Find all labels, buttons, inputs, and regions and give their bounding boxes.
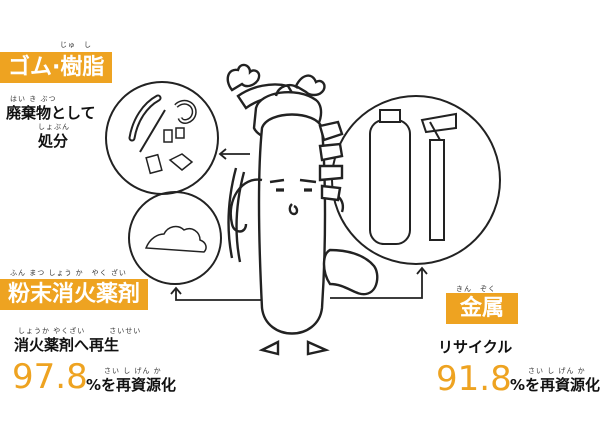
metal-title-ruby: きん ぞく bbox=[456, 285, 496, 293]
rubber-desc-ruby-2: しょぶん bbox=[38, 123, 70, 131]
powder-desc-ruby: しょうか やくざい さいせい bbox=[18, 327, 142, 335]
powder-desc: 消火薬剤へ再生 bbox=[14, 336, 120, 354]
powder-percent-suffix: %を再資源化 bbox=[86, 376, 177, 394]
powder-title-ruby: ふん まつ しょう か やく ざい bbox=[10, 269, 127, 277]
fire-extinguisher-character bbox=[226, 63, 379, 356]
powder-title: 粉末消火薬剤 bbox=[0, 279, 149, 311]
powder-percent-ruby: さい し げん か bbox=[104, 367, 162, 375]
rubber-title-ruby: じゅ し bbox=[60, 41, 92, 49]
rubber-desc-2: 処分 bbox=[38, 132, 69, 150]
rubber-title: ゴム·樹脂 bbox=[0, 52, 113, 84]
metal-percent: 91.8 bbox=[436, 359, 512, 399]
metal-desc: リサイクル bbox=[438, 338, 513, 356]
rubber-desc-1: 廃棄物として bbox=[6, 104, 96, 122]
metal-title: 金属 bbox=[446, 293, 519, 325]
metal-percent-ruby: さい し げん か bbox=[528, 367, 586, 375]
flow-arrows bbox=[170, 148, 428, 301]
rubber-parts-circle bbox=[105, 81, 219, 195]
metal-parts-circle bbox=[331, 95, 501, 265]
metal-percent-suffix: %を再資源化 bbox=[510, 376, 600, 394]
powder-percent: 97.8 bbox=[12, 357, 88, 397]
powder-circle bbox=[128, 191, 222, 285]
rubber-desc-ruby-1: はい き ぶつ bbox=[10, 95, 57, 103]
